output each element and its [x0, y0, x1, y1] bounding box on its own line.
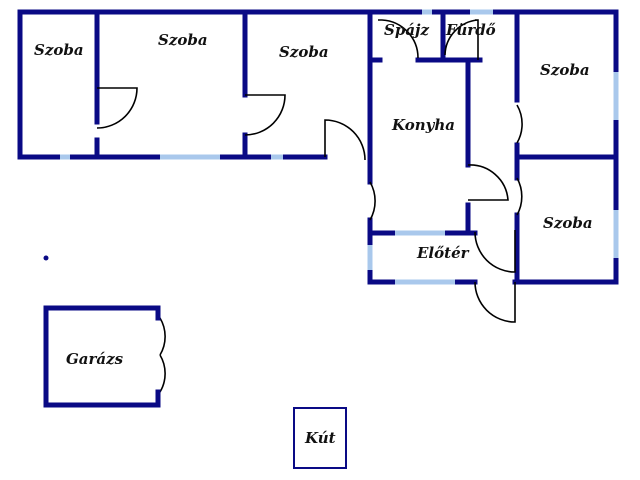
- room-label-eloter: Előtér: [416, 244, 470, 262]
- room-label-szoba-3: Szoba: [279, 43, 329, 61]
- marker-dot: [43, 255, 49, 261]
- room-label-kut: Kút: [304, 429, 336, 447]
- room-label-szoba-4: Szoba: [540, 61, 590, 79]
- room-label-szoba-1: Szoba: [34, 41, 84, 59]
- room-label-konyha: Konyha: [391, 116, 455, 134]
- room-label-furdo: Fürdő: [445, 21, 496, 39]
- room-label-szoba-5: Szoba: [543, 214, 593, 232]
- room-label-spajz: Spájz: [384, 21, 429, 39]
- garage: [43, 305, 161, 408]
- windows: [60, 9, 619, 285]
- room-label-garazs: Garázs: [66, 350, 124, 368]
- room-label-szoba-2: Szoba: [158, 31, 208, 49]
- well: [293, 407, 347, 469]
- doors: [96, 19, 523, 393]
